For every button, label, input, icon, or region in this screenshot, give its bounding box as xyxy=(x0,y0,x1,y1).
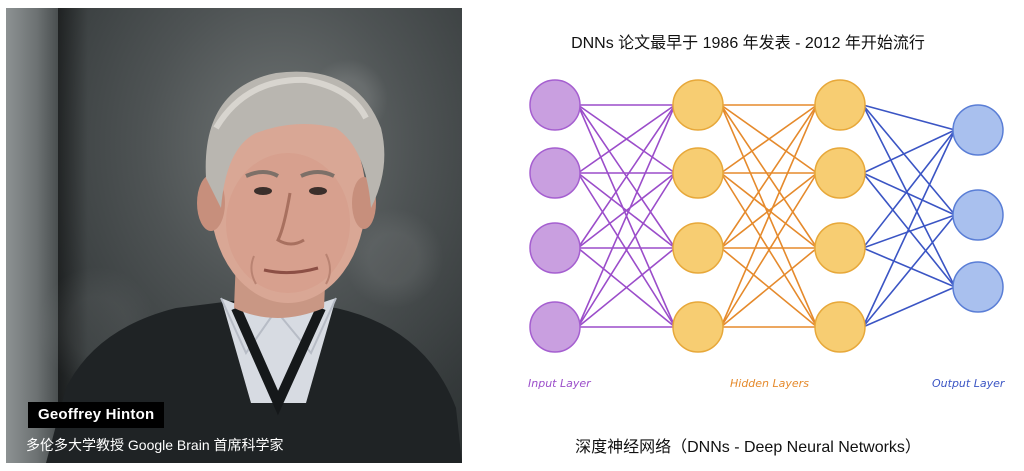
connection-edge xyxy=(862,129,956,249)
person-name-label: Geoffrey Hinton xyxy=(28,402,165,428)
connection-edge xyxy=(720,104,818,328)
output-node xyxy=(952,189,1004,241)
connection-edge xyxy=(862,104,956,288)
hidden2-node xyxy=(814,301,866,353)
input-node xyxy=(529,301,581,353)
connection-edge xyxy=(577,104,676,249)
connection-edge xyxy=(862,129,956,174)
hidden2-node xyxy=(814,222,866,274)
connection-edge xyxy=(577,172,676,328)
connection-edge xyxy=(862,214,956,328)
connection-edge xyxy=(720,104,818,249)
input-layer-label: Input Layer xyxy=(528,377,592,390)
neural-network-diagram: Input Layer Hidden Layers Output Layer xyxy=(528,79,1006,390)
input-node xyxy=(529,147,581,199)
input-node xyxy=(529,79,581,131)
connection-edge xyxy=(862,129,956,328)
connection-edge xyxy=(720,172,818,328)
network-edges xyxy=(577,104,956,328)
hidden2-node xyxy=(814,147,866,199)
connection-edge xyxy=(720,104,818,174)
connection-edge xyxy=(720,247,818,328)
input-node xyxy=(529,222,581,274)
connection-edge xyxy=(577,247,676,328)
connection-edge xyxy=(577,104,676,328)
connection-edge xyxy=(577,172,676,249)
connection-edge xyxy=(862,214,956,249)
hidden1-node xyxy=(672,222,724,274)
hidden1-node xyxy=(672,147,724,199)
connection-edge xyxy=(862,104,956,216)
connection-edge xyxy=(862,286,956,328)
output-node xyxy=(952,261,1004,313)
person-title-label: 多伦多大学教授 Google Brain 首席科学家 xyxy=(26,437,284,453)
diagram-caption: 深度神经网络（DNNs - Deep Neural Networks） xyxy=(575,439,921,456)
person-illustration xyxy=(46,71,462,463)
connection-edge xyxy=(862,172,956,216)
output-layer-label: Output Layer xyxy=(932,377,1006,390)
connection-edge xyxy=(862,247,956,288)
connection-edge xyxy=(577,104,676,174)
connection-edge xyxy=(720,172,818,249)
hidden1-node xyxy=(672,79,724,131)
connection-edge xyxy=(862,104,956,131)
network-nodes xyxy=(529,79,1004,353)
hidden2-node xyxy=(814,79,866,131)
hidden-layers-label: Hidden Layers xyxy=(730,377,809,390)
portrait-photo xyxy=(6,8,462,463)
output-node xyxy=(952,104,1004,156)
diagram-title: DNNs 论文最早于 1986 年发表 - 2012 年开始流行 xyxy=(571,35,925,52)
background-pillar xyxy=(6,8,58,463)
hidden1-node xyxy=(672,301,724,353)
